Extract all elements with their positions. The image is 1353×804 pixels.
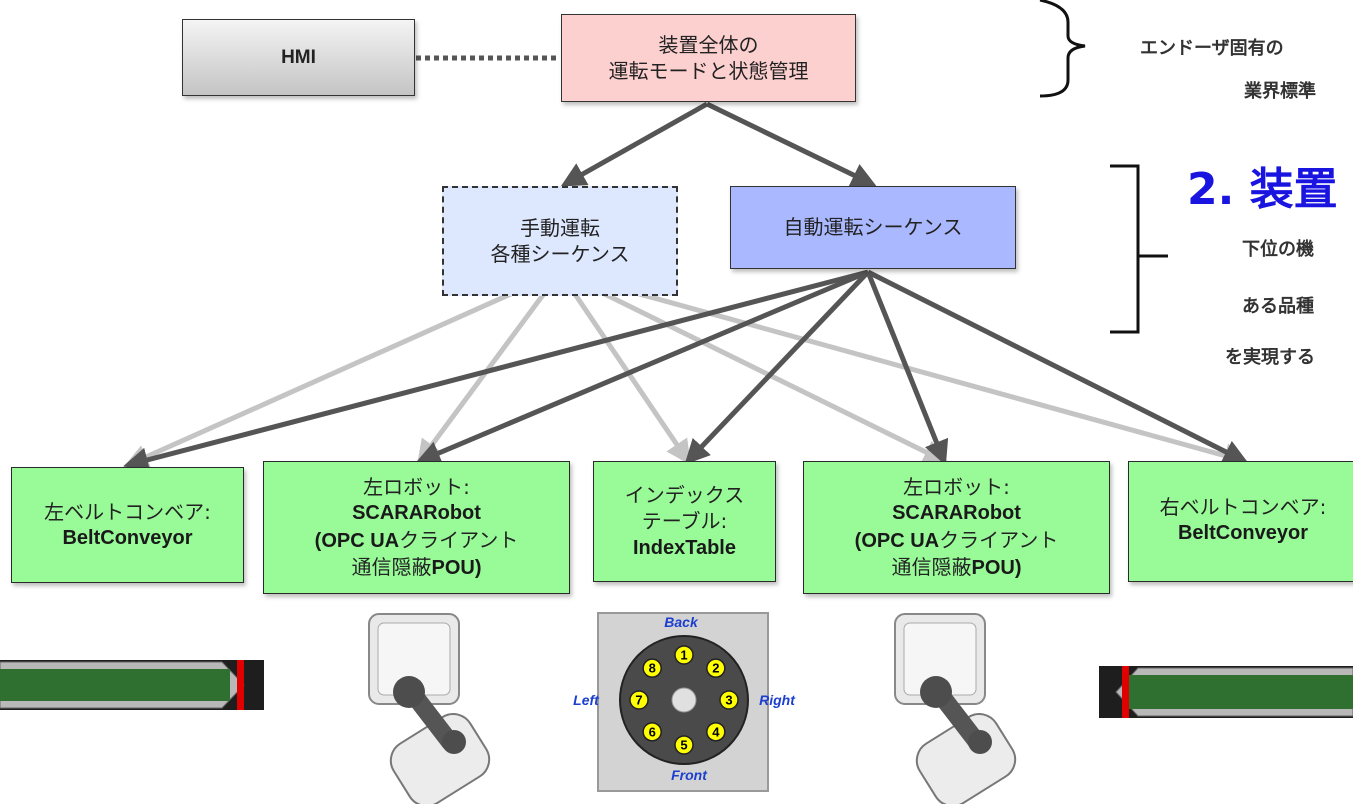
section2-line2: ある品種 — [1242, 296, 1314, 316]
device-label: 右ベルトコンベア: — [1159, 495, 1327, 519]
section1-line1: エンドーザ固有の — [1140, 38, 1284, 58]
index-position-marker — [674, 735, 694, 755]
hmi-node[interactable]: HMI — [182, 19, 415, 96]
right-conveyor-node[interactable]: 右ベルトコンベア: BeltConveyor — [1128, 461, 1353, 582]
index-position-number: 1 — [680, 648, 687, 663]
index-table-node[interactable]: インデックス テーブル: IndexTable — [593, 461, 776, 582]
auto-sequence-label: 自動運転シーケンス — [783, 215, 963, 240]
auto-to-right-robot-arrow — [865, 271, 949, 466]
left-conveyor-node[interactable]: 左ベルトコンベア: BeltConveyor — [11, 467, 244, 583]
index-positions: 1 2 3 4 5 6 7 8 — [629, 645, 739, 755]
device-class: IndexTable — [633, 536, 736, 559]
device-label: 左ロボット: — [363, 474, 470, 499]
manual-to-right-robot-arrow — [558, 269, 949, 464]
device-label: 左ベルトコンベア: — [44, 499, 211, 524]
auto-to-index-table-arrow — [684, 270, 870, 465]
section2-line1: 下位の機 — [1242, 239, 1314, 259]
index-position-number: 2 — [712, 661, 719, 676]
manual-sequence-node[interactable]: 手動運転 各種シーケンス — [442, 186, 678, 296]
index-position-number: 7 — [635, 693, 642, 708]
index-position-number: 4 — [712, 724, 720, 739]
mode-manager-line1: 装置全体の — [658, 32, 759, 57]
device-class: BeltConveyor — [1177, 522, 1309, 545]
index-front-label: Front — [671, 767, 708, 783]
index-position-marker — [706, 722, 726, 742]
left-robot-node[interactable]: 左ロボット: SCARARobot (OPC UAクライアント 通信隠蔽POU) — [263, 461, 570, 594]
section1-line2: 業界標準 — [1244, 81, 1316, 101]
bracket-section-1 — [1039, 0, 1086, 98]
device-class: SCARARobot — [352, 502, 481, 525]
manual-sequence-line1: 手動運転 — [520, 215, 600, 240]
device-note-line2: 通信隠蔽POU) — [891, 554, 1022, 579]
section2-line3: を実現する — [1225, 347, 1315, 367]
manual-sequence-line2: 各種シーケンス — [490, 242, 630, 266]
section2-title: 2. 装置 — [1187, 164, 1338, 215]
mode-to-manual-arrow — [560, 101, 709, 187]
device-class: SCARARobot — [892, 502, 1021, 525]
index-table-graphic: 1 2 3 4 5 6 7 8 — [597, 612, 769, 792]
left-robot-graphic — [368, 613, 491, 804]
device-label: 左ロボット: — [903, 474, 1010, 499]
index-left-label: Left — [573, 692, 600, 708]
right-robot-node[interactable]: 左ロボット: SCARARobot (OPC UAクライアント 通信隠蔽POU) — [803, 461, 1110, 594]
device-label-2: テーブル: — [641, 509, 728, 534]
device-note-line1: (OPC UAクライアント — [314, 527, 519, 552]
auto-sequence-node[interactable]: 自動運転シーケンス — [730, 186, 1016, 269]
index-position-number: 8 — [649, 661, 656, 676]
mode-manager-line2: 運転モードと状態管理 — [608, 59, 809, 83]
device-note-line2: 通信隠蔽POU) — [351, 554, 482, 579]
bracket-section-2 — [1110, 164, 1168, 334]
index-back-label: Back — [664, 614, 699, 630]
index-position-marker — [674, 645, 694, 665]
manual-to-right-conveyor-arrow — [559, 269, 1249, 468]
index-position-number: 6 — [649, 724, 656, 739]
index-position-number: 5 — [680, 738, 687, 753]
right-conveyor-graphic — [1099, 666, 1353, 718]
mode-manager-node[interactable]: 装置全体の 運転モードと状態管理 — [561, 14, 856, 102]
auto-to-left-robot-arrow — [415, 269, 869, 465]
device-label: インデックス — [624, 482, 745, 507]
index-position-marker — [719, 690, 739, 710]
manual-to-index-table-arrow — [557, 270, 691, 466]
index-position-marker — [642, 658, 662, 678]
index-position-number: 3 — [725, 693, 732, 708]
index-position-marker — [629, 690, 649, 710]
left-conveyor-graphic — [0, 660, 264, 710]
manual-to-left-conveyor-arrow — [123, 269, 562, 469]
right-robot-graphic — [894, 613, 1017, 804]
device-class: BeltConveyor — [62, 527, 193, 549]
index-right-label: Right — [759, 692, 796, 708]
index-position-marker — [642, 722, 662, 742]
mode-to-auto-arrow — [705, 101, 877, 187]
auto-to-left-conveyor-arrow — [123, 269, 869, 473]
manual-to-left-robot-arrow — [417, 270, 563, 466]
auto-to-right-conveyor-arrow — [866, 269, 1249, 464]
device-note-line1: (OPC UAクライアント — [854, 527, 1059, 552]
index-position-marker — [706, 658, 726, 678]
hmi-label: HMI — [281, 46, 316, 68]
